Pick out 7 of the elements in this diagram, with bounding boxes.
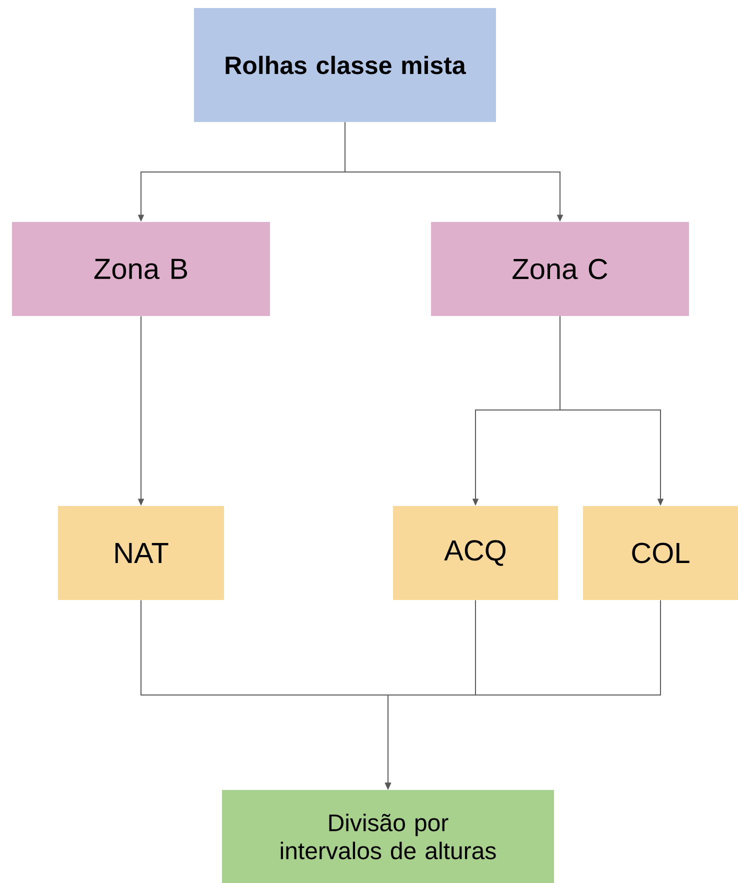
class-box: ACQ — [393, 506, 558, 600]
class-box: COL — [583, 506, 738, 600]
zone-box: Zona C — [431, 222, 689, 316]
result-box: Divisão por intervalos de alturas — [222, 790, 554, 883]
class-box: NAT — [58, 506, 224, 600]
zone-box: Zona B — [12, 222, 270, 316]
title-box: Rolhas classe mista — [194, 8, 496, 122]
